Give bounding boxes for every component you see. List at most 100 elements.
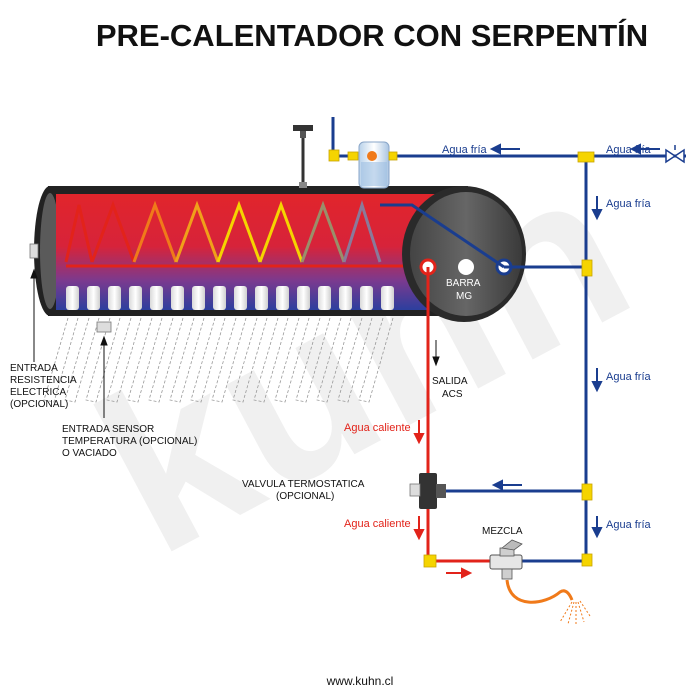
solar-tank <box>34 186 526 322</box>
feeder-tank <box>358 141 390 189</box>
rod-collar <box>300 131 306 138</box>
label-resistencia-1: ENTRADA <box>10 363 58 374</box>
vacuum-tube-top <box>339 286 352 310</box>
vacuum-tube-outline <box>358 317 394 403</box>
label-acs: ACS <box>442 389 463 400</box>
vacuum-tube-outline <box>337 317 373 403</box>
vacuum-tube-outline <box>43 317 79 403</box>
vacuum-tube-outline <box>127 317 163 403</box>
label-mg: MG <box>456 291 472 302</box>
float-valve-icon <box>367 151 377 161</box>
vacuum-tube-top <box>192 286 205 310</box>
coil-segment <box>90 200 136 263</box>
label-sensor-1: ENTRADA SENSOR <box>62 424 154 435</box>
vacuum-tube-top <box>108 286 121 310</box>
feeder-water <box>361 162 387 186</box>
vacuum-tube-top <box>66 286 79 310</box>
tank-left-cap-inner <box>40 193 60 309</box>
coil-segment <box>174 200 220 263</box>
vacuum-tube-outline <box>190 317 226 403</box>
fitting-tee-top <box>577 151 595 163</box>
fitting-tee-coil <box>581 259 593 277</box>
label-valvula-1: VALVULA TERMOSTATICA <box>242 479 365 490</box>
valve-side-port <box>436 484 446 498</box>
vacuum-tube-outline <box>274 317 310 403</box>
hot-mixer-pipe <box>426 505 490 563</box>
coil-segment <box>64 204 94 263</box>
coil-inlet-line <box>380 203 505 269</box>
vacuum-tube-top <box>213 286 226 310</box>
mixer-lever <box>501 539 523 551</box>
label-mezcla: MEZCLA <box>482 526 523 537</box>
fitting-overflow <box>328 149 340 162</box>
label-salida: SALIDA <box>432 376 468 387</box>
label-cold-water-feeder: Agua fría <box>442 144 488 156</box>
label-resistencia-3: ELECTRICA <box>10 387 66 398</box>
label-sensor-2: TEMPERATURA (OPCIONAL) <box>62 436 197 447</box>
vacuum-tube-outline <box>253 317 289 403</box>
label-cold-water-inlet: Agua fría <box>606 144 652 156</box>
shower-spray-icon <box>559 600 591 625</box>
label-cold-water-riser-top: Agua fría <box>606 198 652 210</box>
vacuum-tube-top <box>360 286 373 310</box>
valve-sensor-spring <box>409 483 421 497</box>
vacuum-tube-outline <box>106 317 142 403</box>
label-cold-water-riser-bottom: Agua fría <box>606 519 652 531</box>
fitting-feeder-right <box>388 151 398 161</box>
coil-segment <box>258 200 304 263</box>
website-footer: www.kuhn.cl <box>326 674 394 688</box>
valve-body <box>419 473 437 509</box>
top-vent-rod <box>293 125 313 188</box>
vacuum-tube-top <box>171 286 184 310</box>
page-title: PRE-CALENTADOR CON SERPENTÍN <box>96 18 648 53</box>
vacuum-tube-top <box>234 286 247 310</box>
label-resistencia-4: (OPCIONAL) <box>10 399 68 410</box>
fitting-elbow-hot <box>423 554 437 568</box>
mixer-outlet <box>501 568 513 580</box>
vacuum-tube-outline <box>85 317 121 403</box>
shower-hose <box>505 579 574 604</box>
heating-coil <box>64 200 382 263</box>
vacuum-tube-outline <box>232 317 268 403</box>
resistance-port-icon <box>29 243 39 259</box>
label-sensor-3: O VACIADO <box>62 448 117 459</box>
thermostatic-valve <box>409 473 446 509</box>
vacuum-tube-top <box>276 286 289 310</box>
cold-flow-arrows <box>489 143 660 539</box>
magnesium-rod-port <box>458 259 474 275</box>
coil-segment <box>216 200 262 263</box>
coil-segment <box>132 200 178 263</box>
fitting-tee-valve <box>581 483 593 501</box>
mixer-body <box>489 554 523 570</box>
rod-handle <box>293 125 313 131</box>
label-cold-water-riser-mid: Agua fría <box>606 371 652 383</box>
vacuum-tube-top <box>150 286 163 310</box>
rod-base <box>299 182 307 188</box>
vacuum-tube-outline <box>169 317 205 403</box>
vacuum-tube-top <box>129 286 142 310</box>
vacuum-tube-top <box>297 286 310 310</box>
vacuum-tube-top <box>255 286 268 310</box>
label-valvula-2: (OPCIONAL) <box>276 491 334 502</box>
hot-flow-arrows <box>413 420 473 579</box>
pointer-arrows <box>30 268 440 418</box>
vacuum-tube-top <box>318 286 331 310</box>
pipe-fittings <box>328 149 595 568</box>
vacuum-tube-top <box>87 286 100 310</box>
fitting-feeder-left <box>347 151 359 161</box>
label-hot-water-1: Agua caliente <box>344 422 411 434</box>
mixer-faucet <box>489 539 591 625</box>
vacuum-tubes-dashed <box>43 317 394 403</box>
vacuum-tube-top <box>381 286 394 310</box>
vacuum-tube-outline <box>211 317 247 403</box>
label-resistencia-2: RESISTENCIA <box>10 375 77 386</box>
gate-valve-icon <box>665 145 685 164</box>
sensor-port-icon <box>96 321 112 333</box>
label-barra: BARRA <box>446 278 481 289</box>
vacuum-tube-outline <box>295 317 331 403</box>
vacuum-tube-outline <box>148 317 184 403</box>
fitting-elbow-bottom <box>581 553 593 567</box>
coil-segment <box>300 200 346 263</box>
coil-segment <box>342 200 382 263</box>
